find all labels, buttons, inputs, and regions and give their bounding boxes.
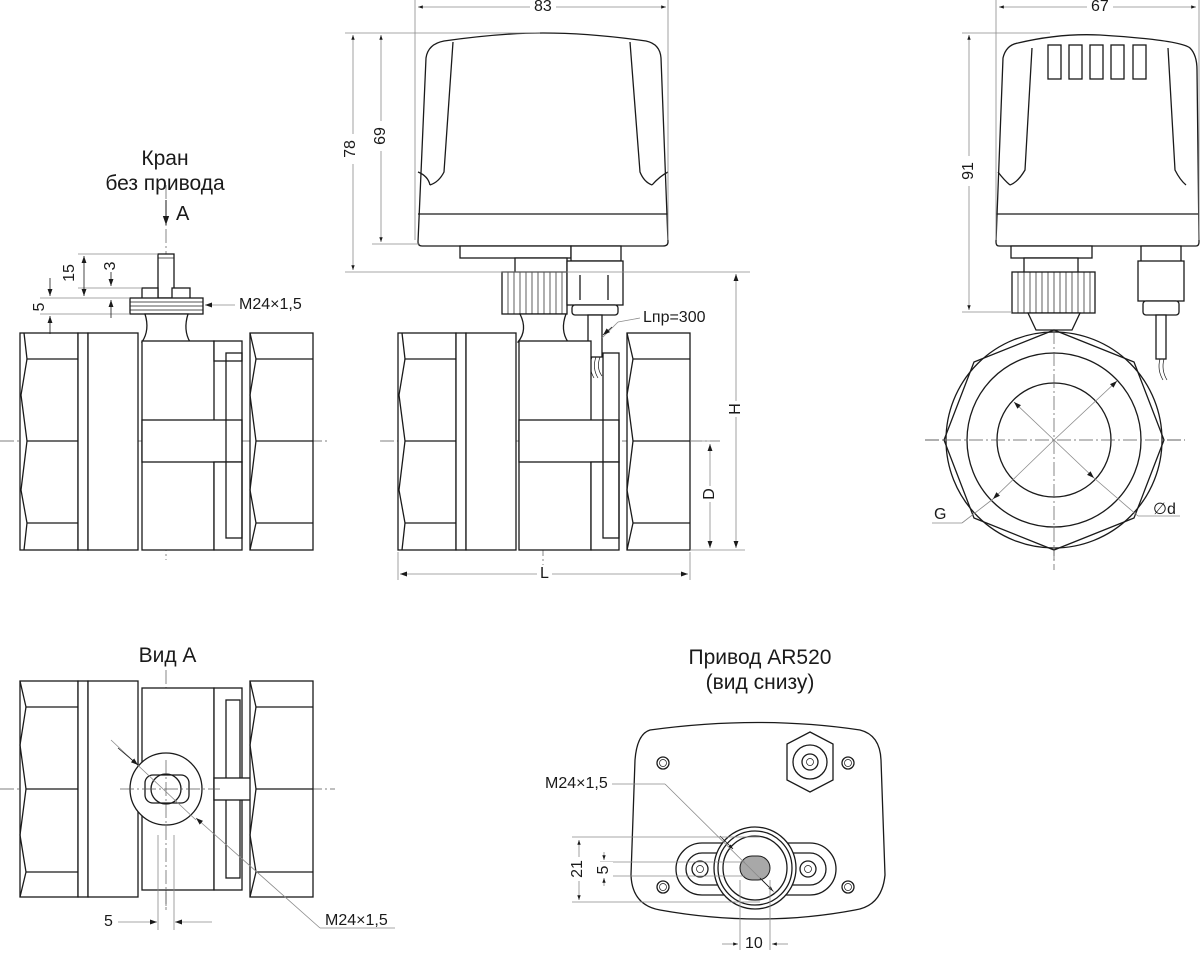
- title-valve-line2: без привода: [105, 172, 225, 195]
- view-marker-a: А: [176, 203, 190, 225]
- title-view-a: Вид А: [138, 644, 197, 667]
- dim-stem-total: 15: [61, 264, 78, 282]
- valve-actuator-front-view: [345, 0, 750, 580]
- title-actuator-line1: Привод AR520: [688, 646, 832, 669]
- valve-side-view: [0, 185, 330, 560]
- dim-slot-outer: 21: [569, 857, 587, 881]
- dim-view-a-stem: 5: [104, 913, 113, 930]
- dim-actuator-height-side: 91: [960, 156, 978, 186]
- dim-diameter-d: D: [701, 486, 719, 502]
- dim-thread-height: 5: [31, 302, 48, 312]
- dim-cable-length: Lпр=300: [643, 309, 706, 326]
- dim-thread-spec-actuator: M24×1,5: [545, 775, 608, 792]
- title-valve: Кран без привода: [100, 146, 230, 196]
- dim-actuator-width-front: 83: [530, 0, 556, 16]
- knurl-lines: [507, 272, 563, 314]
- title-valve-line1: Кран: [141, 147, 189, 170]
- dim-bore-d: ∅d: [1153, 501, 1176, 518]
- title-actuator-line2: (вид снизу): [705, 671, 815, 694]
- dim-actuator-width-side: 67: [1087, 0, 1113, 16]
- dim-length-l: L: [537, 565, 552, 583]
- dim-slot-inner: 5: [595, 862, 613, 878]
- dim-actuator-height-total: 78: [342, 134, 360, 164]
- actuator-side-view: [925, 0, 1200, 570]
- title-actuator-bottom: Привод AR520 (вид снизу): [670, 645, 850, 695]
- dim-thread-g: G: [934, 506, 947, 523]
- knurl-lines-side: [1017, 272, 1091, 313]
- dim-actuator-height-body: 69: [372, 121, 390, 151]
- actuator-bottom-view: [572, 721, 886, 950]
- dim-height-h: H: [727, 401, 745, 417]
- view-a: [0, 670, 395, 930]
- dim-slot-width: 10: [745, 935, 763, 952]
- dim-stem-top: 3: [102, 261, 119, 271]
- dim-thread-spec-view-a: M24×1,5: [325, 912, 388, 929]
- dim-thread-spec-valve: M24×1,5: [239, 296, 302, 313]
